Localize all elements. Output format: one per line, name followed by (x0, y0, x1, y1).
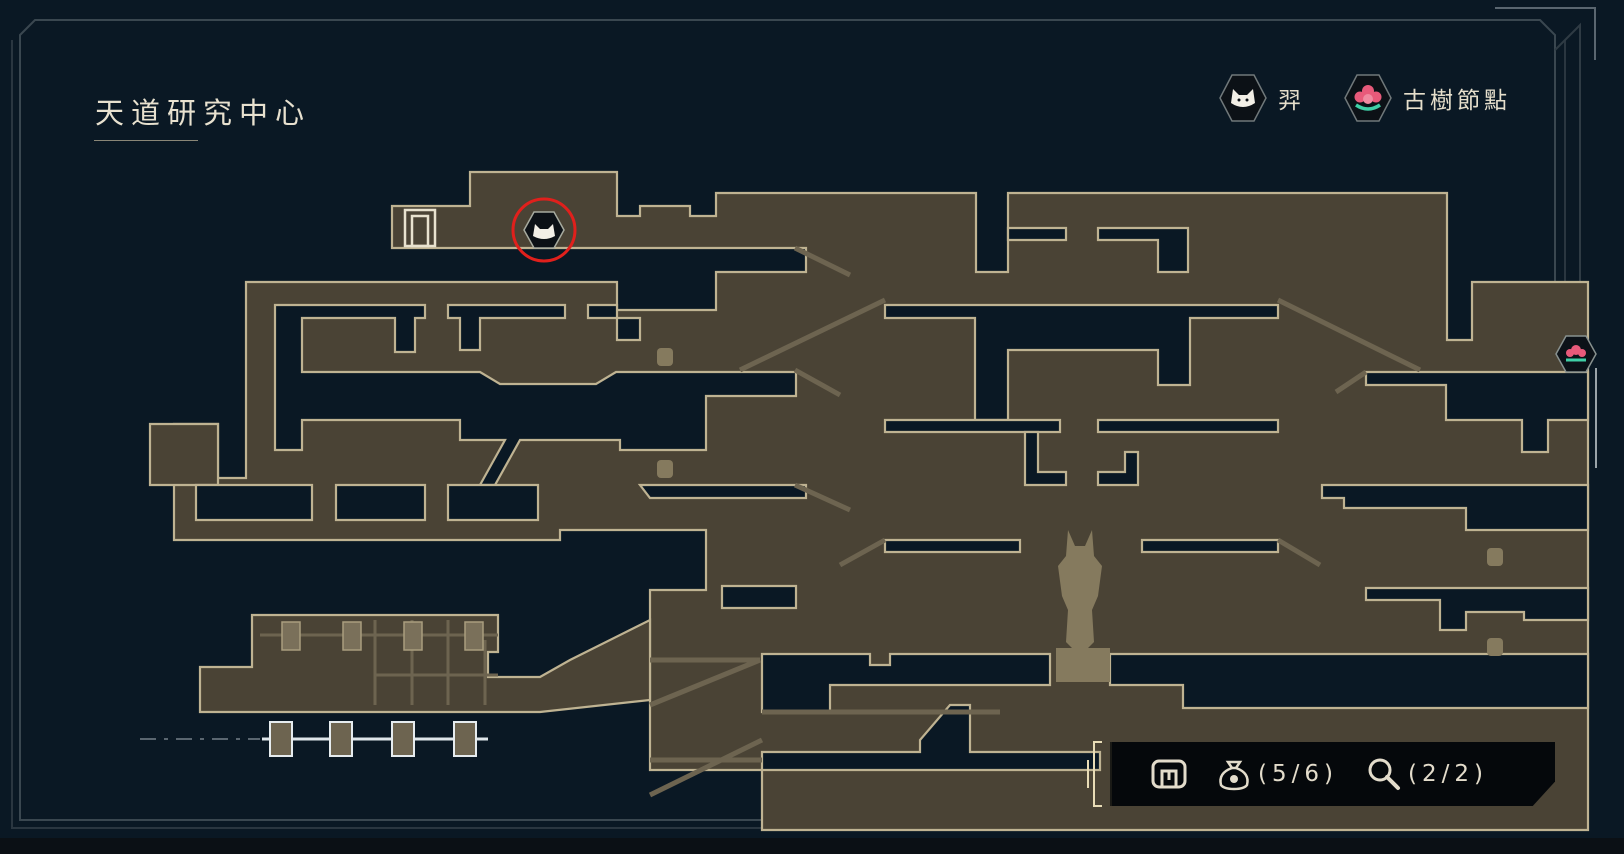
map-gate-stat[interactable] (1150, 758, 1188, 790)
lanterns (657, 348, 1503, 656)
scrollbar[interactable] (1595, 368, 1597, 468)
panel-bracket (1087, 741, 1102, 807)
legend-label-yi: 羿 (1278, 88, 1305, 114)
tree-node-flower-icon (1344, 74, 1392, 122)
treasure-stat: (5/6) (1216, 757, 1338, 791)
stats-panel: (5/6) (2/2) (1110, 742, 1555, 806)
title-underline (94, 140, 198, 141)
bottom-strip (0, 838, 1624, 854)
tree-node-marker[interactable] (1555, 335, 1597, 373)
room-left-appendix (148, 422, 220, 487)
map-ramps (648, 245, 1422, 798)
room-machinery (198, 613, 652, 714)
search-count: (2/2) (1407, 761, 1488, 787)
map-gate-icon (1151, 759, 1187, 789)
legend-item-tree-node: 古樹節點 (1343, 70, 1511, 126)
treasure-bag-icon (1219, 760, 1249, 791)
player-marker[interactable] (511, 197, 577, 263)
area-title: 天道研究中心 (95, 96, 312, 130)
machinery-pods (281, 621, 484, 651)
legend-label-tree-node: 古樹節點 (1403, 88, 1511, 114)
treasure-count: (5/6) (1258, 761, 1338, 787)
guardian-statue (1056, 530, 1110, 682)
cat-mask-icon (1219, 74, 1267, 122)
legend-item-yi: 羿 (1218, 70, 1305, 126)
door-icon (403, 208, 437, 248)
chain-track (140, 721, 488, 757)
magnifier-icon (1368, 758, 1400, 790)
search-stat: (2/2) (1366, 756, 1488, 792)
map-walls (194, 226, 1590, 772)
